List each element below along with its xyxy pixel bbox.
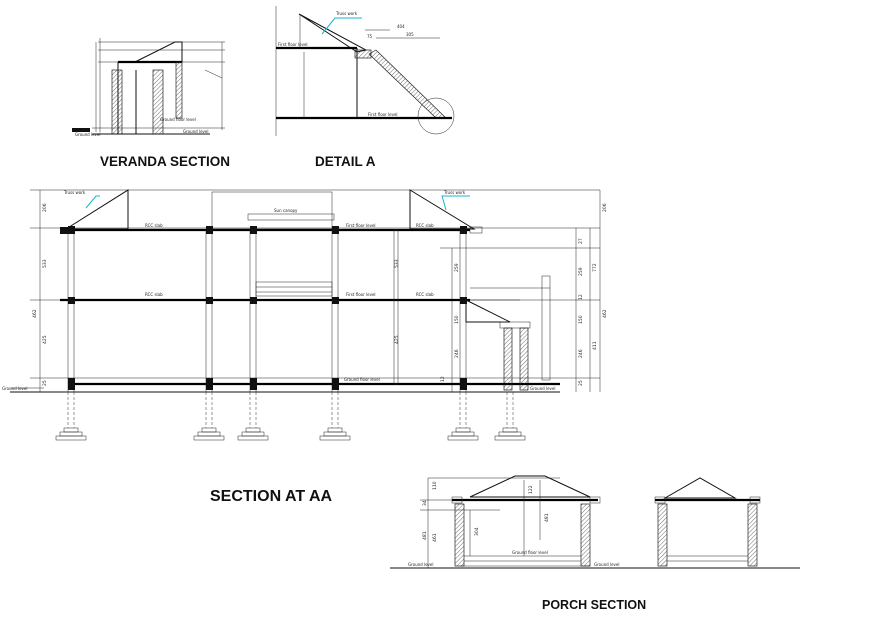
- veranda-section: Ground floor level Ground level Ground l…: [72, 38, 230, 169]
- aa-rcc-slab-lower-left: RCC slab: [145, 292, 163, 297]
- porch-dim-34: 34: [422, 500, 428, 506]
- aa-truss-label-right: Truss work: [443, 190, 466, 195]
- porch-dim-461: 461: [432, 533, 438, 542]
- detail-a-title: DETAIL A: [315, 154, 376, 169]
- porch-section: Ground floor level Ground level Ground l…: [390, 475, 800, 612]
- porch-ground-level-right: Ground level: [594, 562, 620, 567]
- aa-dim-533: 533: [42, 259, 48, 268]
- aa-dim-462-right: 462: [602, 309, 608, 318]
- porch-dim-110: 110: [432, 481, 438, 490]
- aa-first-floor-label-upper: First floor level: [346, 223, 376, 228]
- aa-truss-label-left: Truss work: [63, 190, 86, 195]
- aa-dim-772: 772: [592, 263, 598, 272]
- detail-first-floor-label-lower: First floor level: [368, 112, 398, 117]
- aa-dim-12-right: 12: [578, 294, 584, 300]
- veranda-section-title: VERANDA SECTION: [100, 154, 230, 169]
- aa-first-floor-label-lower: First floor level: [346, 292, 376, 297]
- aa-dim-25-left: 25: [42, 380, 48, 386]
- aa-dim-150: 150: [578, 315, 584, 324]
- detail-dim-404: 404: [397, 24, 405, 29]
- aa-dim-12: 12: [440, 376, 446, 382]
- aa-dim-462-left: 462: [32, 309, 38, 318]
- porch-dim-481-inner: 481: [544, 513, 550, 522]
- aa-ground-floor-label: Ground floor level: [344, 377, 380, 382]
- porch-section-title: PORCH SECTION: [542, 598, 646, 612]
- aa-dim-206-right: 206: [602, 203, 608, 212]
- aa-dim-27: 27: [578, 238, 584, 244]
- aa-dim-259-inner: 259: [454, 263, 460, 272]
- porch-ground-floor-label: Ground floor level: [512, 550, 548, 555]
- detail-dim-305: 305: [406, 32, 414, 37]
- porch-dim-481: 481: [422, 531, 428, 540]
- veranda-ground-level-label-left: Ground level: [75, 132, 101, 137]
- porch-dim-304: 304: [474, 527, 480, 536]
- detail-first-floor-label: First floor level: [278, 42, 308, 47]
- porch-dim-122: 122: [528, 485, 534, 494]
- aa-dim-425: 425: [42, 335, 48, 344]
- section-aa: Truss work Truss work RCC slab RCC slab …: [2, 189, 608, 505]
- section-aa-title: SECTION AT AA: [210, 488, 333, 505]
- aa-dim-246: 246: [578, 349, 584, 358]
- aa-ground-level-right: Ground level: [530, 386, 556, 391]
- aa-dim-206-left: 206: [42, 203, 48, 212]
- aa-dim-533-right: 533: [394, 259, 400, 268]
- aa-dim-259: 259: [578, 267, 584, 276]
- aa-dim-150-inner: 150: [454, 315, 460, 324]
- detail-a: Truss work First floor level First floor…: [275, 6, 455, 169]
- aa-rcc-slab-upper-right: RCC slab: [416, 223, 434, 228]
- aa-dim-425-right: 425: [394, 335, 400, 344]
- aa-rcc-slab-lower-right: RCC slab: [416, 292, 434, 297]
- aa-sun-canopy-label: Sun canopy: [274, 208, 298, 213]
- veranda-ground-floor-label: Ground floor level: [160, 117, 196, 122]
- aa-ground-level-left: Ground level: [2, 386, 28, 391]
- aa-rcc-slab-upper-left: RCC slab: [145, 223, 163, 228]
- detail-truss-label: Truss work: [335, 11, 358, 16]
- porch-ground-level-left: Ground level: [408, 562, 434, 567]
- aa-dim-411: 411: [592, 341, 598, 350]
- aa-dim-246-inner: 246: [454, 349, 460, 358]
- veranda-ground-level-label: Ground level: [183, 129, 209, 134]
- aa-dim-25-right: 25: [578, 380, 584, 386]
- detail-dim-75: 75: [367, 34, 373, 39]
